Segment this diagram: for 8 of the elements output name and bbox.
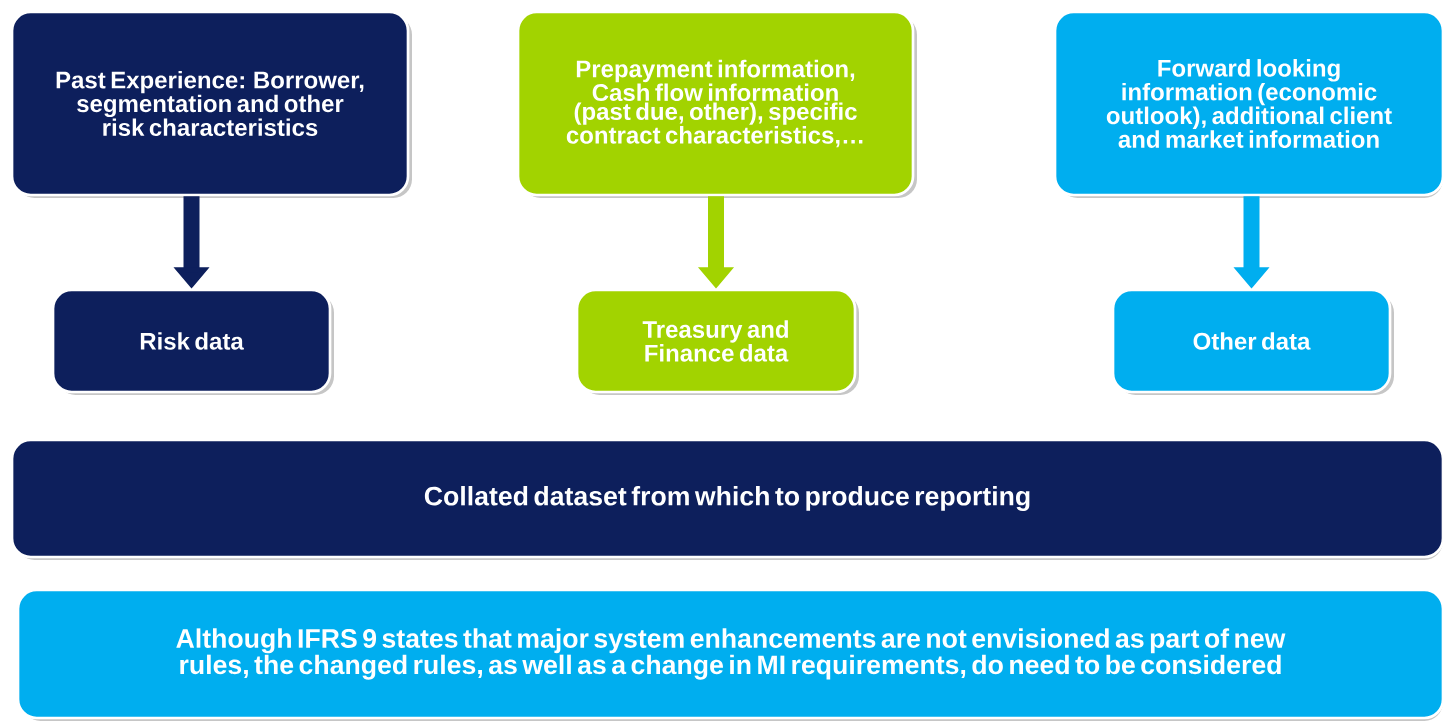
data-box: Treasury and Finance data <box>575 288 859 395</box>
note-band: Although IFRS 9 states that major system enhancements are not envisioned as part of new rules, the changed rules, as well as a change in MI requirements, do need to be considered <box>16 588 1443 721</box>
dataset-band: Collated dataset from which to produce reporting <box>10 438 1443 560</box>
source-box: Past Experience: Borrower, segmentation and other risk characteristics <box>10 10 412 198</box>
data-box: Other data <box>1111 288 1394 395</box>
source-box: Prepayment information, Cash flow information (past due, other), specific contract characteristics,… <box>516 10 917 198</box>
data-box: Risk data <box>51 288 334 395</box>
source-box: Forward looking information (economic outlook), additional client and market information <box>1053 10 1443 198</box>
